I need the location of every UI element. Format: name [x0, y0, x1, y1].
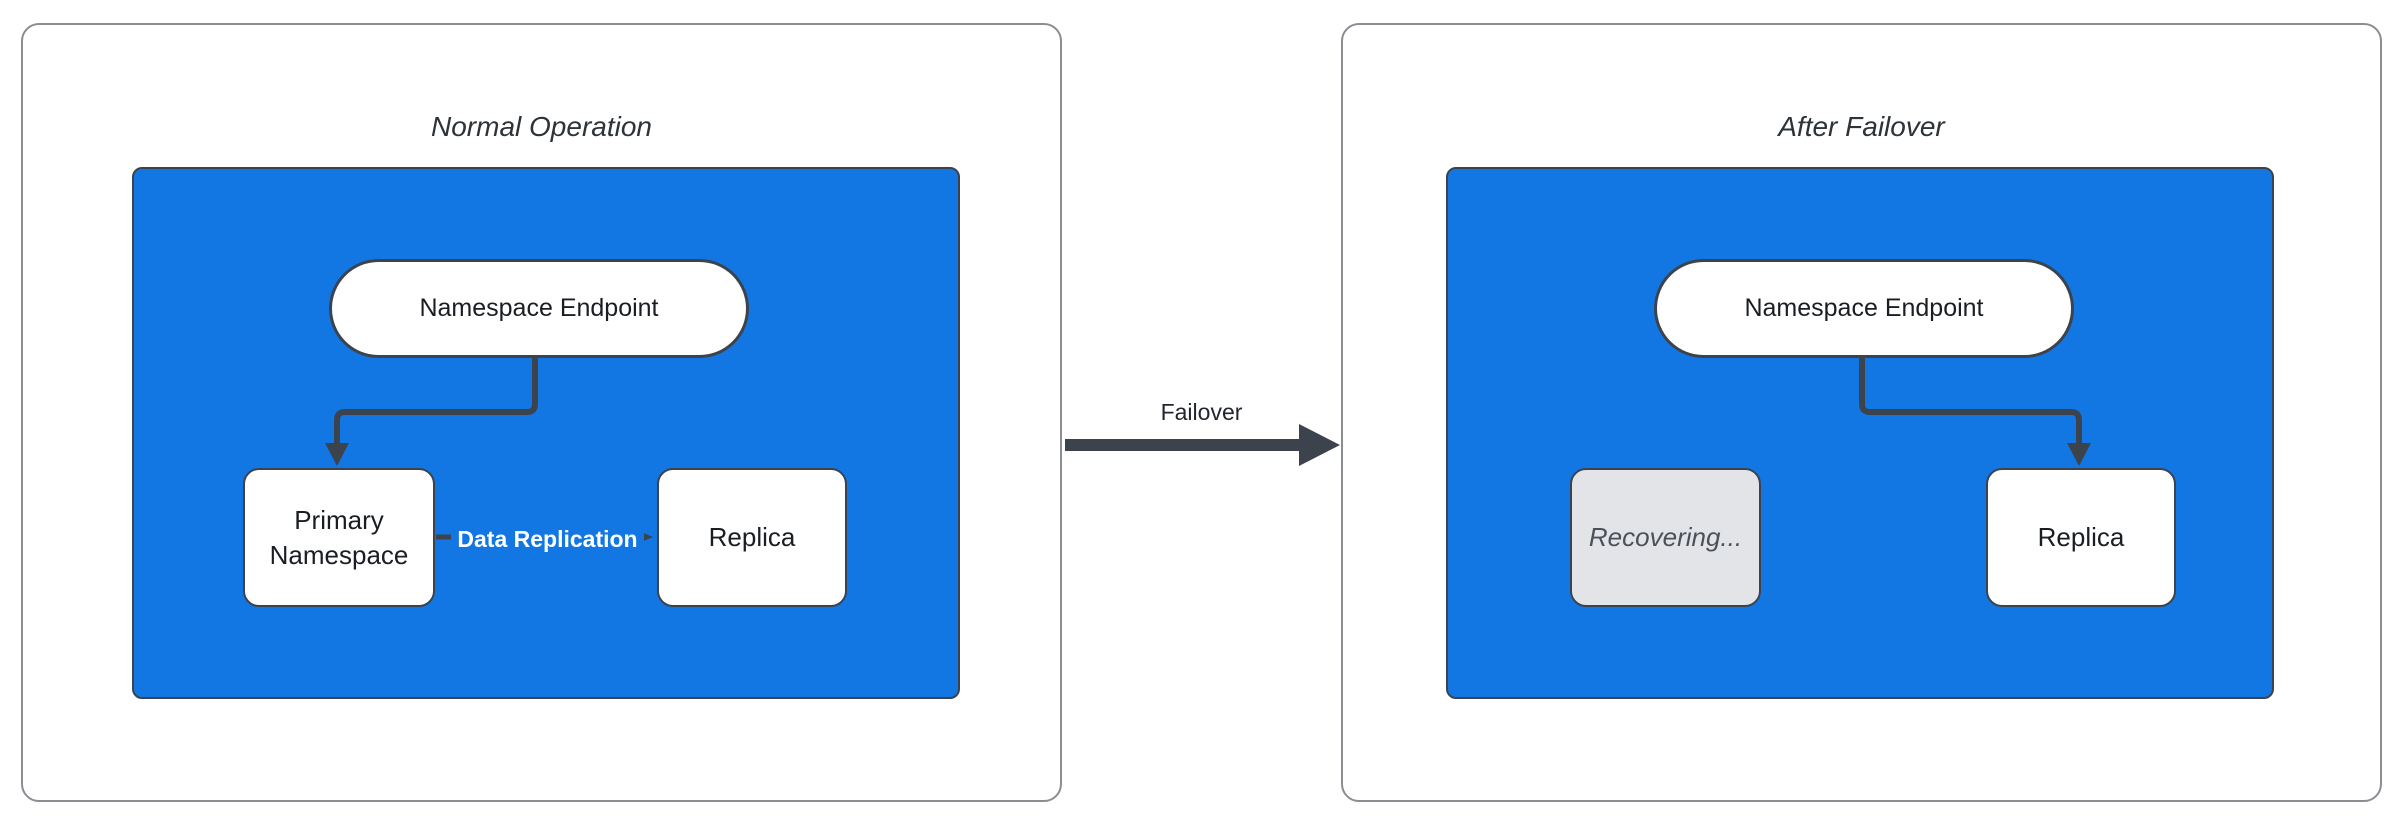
namespace-cluster-after [1446, 167, 2274, 699]
replica-label: Replica [708, 522, 796, 553]
panel-after-failover: After Failover Namespace Endpoint Recove… [1341, 23, 2382, 802]
failover-arrowhead [1299, 424, 1340, 466]
panel-title-normal-operation: Normal Operation [431, 111, 652, 142]
replica-node-after: Replica [1986, 468, 2176, 607]
primary-namespace-node: Primary Namespace [243, 468, 435, 607]
panel-normal-operation: Normal Operation Namespace Endpoint Prim… [21, 23, 1062, 802]
namespace-endpoint-label: Namespace Endpoint [1744, 294, 1984, 322]
namespace-endpoint-label: Namespace Endpoint [419, 294, 659, 322]
namespace-cluster-normal [132, 167, 960, 699]
recovering-label: Recovering... [1588, 522, 1743, 553]
data-replication-label: Data Replication [451, 523, 644, 555]
panel-title-after-failover: After Failover [1778, 111, 1945, 142]
replica-label: Replica [2037, 522, 2125, 553]
replica-node-normal: Replica [657, 468, 847, 607]
data-replication-edge: Data Replication [436, 511, 659, 567]
primary-namespace-label: Primary Namespace [269, 505, 409, 570]
namespace-endpoint-node-after: Namespace Endpoint [1654, 259, 2074, 358]
namespace-endpoint-node-normal: Namespace Endpoint [329, 259, 749, 358]
recovering-node: Recovering... [1570, 468, 1761, 607]
failover-label: Failover [1160, 399, 1243, 425]
